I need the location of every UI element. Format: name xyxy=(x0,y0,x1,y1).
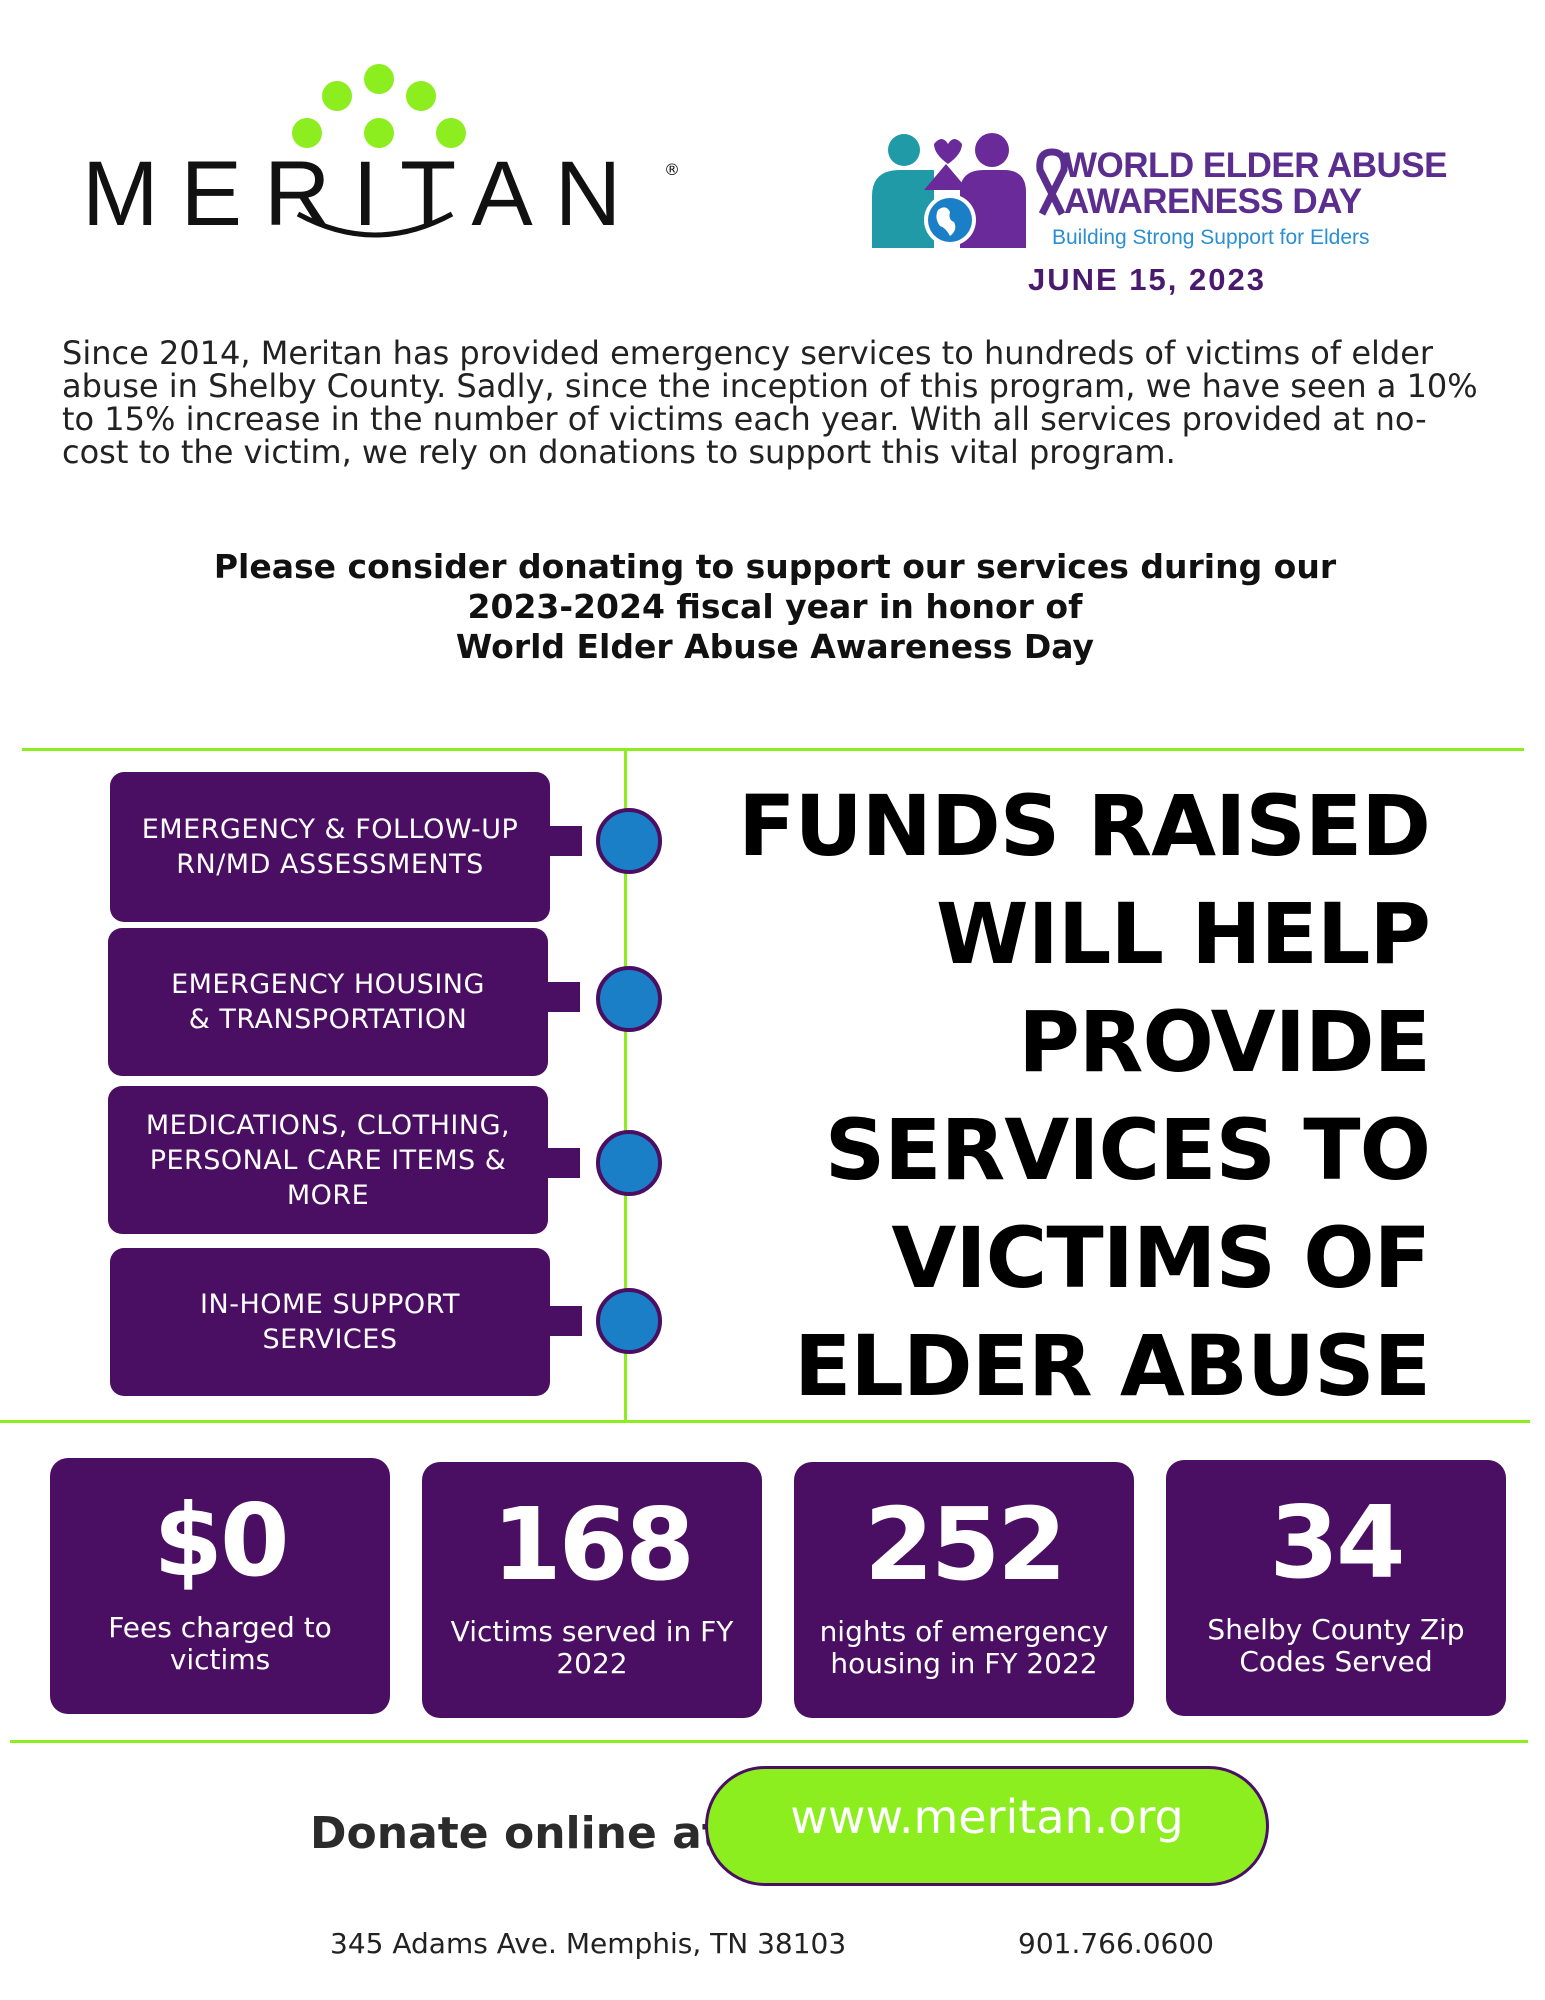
weaad-title-line2: AWARENESS DAY xyxy=(1064,182,1362,221)
stat-value: 252 xyxy=(864,1486,1067,1603)
connector xyxy=(544,982,580,1012)
divider-middle xyxy=(0,1420,1530,1423)
divider-bottom xyxy=(10,1740,1528,1743)
connector xyxy=(544,1148,580,1178)
logo-swoosh-icon xyxy=(296,211,454,238)
divider-vertical xyxy=(624,748,627,1420)
connector xyxy=(546,826,582,856)
appeal-line: Please consider donating to support our … xyxy=(213,547,1337,586)
stat-label: Fees charged to victims xyxy=(108,1611,332,1676)
weaad-title-line1: WORLD ELDER ABUSE xyxy=(1064,146,1447,185)
weaad-tagline: Building Strong Support for Elders xyxy=(1052,226,1370,249)
bullet-bubble-icon xyxy=(596,808,662,874)
intro-paragraph: Since 2014, Meritan has provided emergen… xyxy=(62,334,1478,471)
stat-card: $0 Fees charged to victims xyxy=(50,1458,390,1714)
ribbon-icon xyxy=(1036,148,1068,216)
stat-card: 34 Shelby County Zip Codes Served xyxy=(1166,1460,1506,1716)
logo-wordmark: MERITAN xyxy=(82,143,644,245)
weaad-title: WORLD ELDER ABUSE AWARENESS DAY xyxy=(1032,148,1447,220)
stat-value: 168 xyxy=(492,1486,695,1603)
logo-dot-icon xyxy=(322,81,352,111)
logo-dot-icon xyxy=(436,118,466,148)
divider-top xyxy=(22,748,1524,751)
appeal-line: 2023-2024 fiscal year in honor of xyxy=(467,587,1083,626)
event-date: JUNE 15, 2023 xyxy=(1028,262,1266,297)
donate-url-link[interactable]: www.meritan.org xyxy=(705,1766,1269,1886)
stat-label: Victims served in FY 2022 xyxy=(450,1615,734,1680)
bullet-bubble-icon xyxy=(596,966,662,1032)
stat-value: 34 xyxy=(1269,1484,1405,1601)
footer-address: 345 Adams Ave. Memphis, TN 38103 xyxy=(330,1927,847,1960)
logo-dot-icon xyxy=(292,118,322,148)
stat-label: Shelby County Zip Codes Served xyxy=(1207,1613,1465,1678)
service-item: EMERGENCY HOUSING & TRANSPORTATION xyxy=(108,928,548,1076)
service-item: EMERGENCY & FOLLOW-UP RN/MD ASSESSMENTS xyxy=(110,772,550,922)
footer-phone: 901.766.0600 xyxy=(1018,1927,1214,1960)
bullet-bubble-icon xyxy=(596,1288,662,1354)
logo-registered-mark: ® xyxy=(664,160,680,179)
people-globe-icon xyxy=(872,133,1026,248)
logo-dot-icon xyxy=(406,81,436,111)
stat-card: 168 Victims served in FY 2022 xyxy=(422,1462,762,1718)
stat-card: 252 nights of emergency housing in FY 20… xyxy=(794,1462,1134,1718)
service-item: IN-HOME SUPPORT SERVICES xyxy=(110,1248,550,1396)
bullet-bubble-icon xyxy=(596,1130,662,1196)
stat-value: $0 xyxy=(153,1482,289,1599)
logo-dot-icon xyxy=(364,118,394,148)
stat-label: nights of emergency housing in FY 2022 xyxy=(819,1615,1109,1680)
donate-label: Donate online at xyxy=(310,1808,723,1859)
appeal-line: World Elder Abuse Awareness Day xyxy=(455,627,1095,666)
headline: FUNDS RAISED WILL HELP PROVIDE SERVICES … xyxy=(738,777,1431,1415)
service-item: MEDICATIONS, CLOTHING, PERSONAL CARE ITE… xyxy=(108,1086,548,1234)
donation-appeal: Please consider donating to support our … xyxy=(100,547,1450,667)
logo-dot-icon xyxy=(364,64,394,94)
connector xyxy=(546,1306,582,1336)
